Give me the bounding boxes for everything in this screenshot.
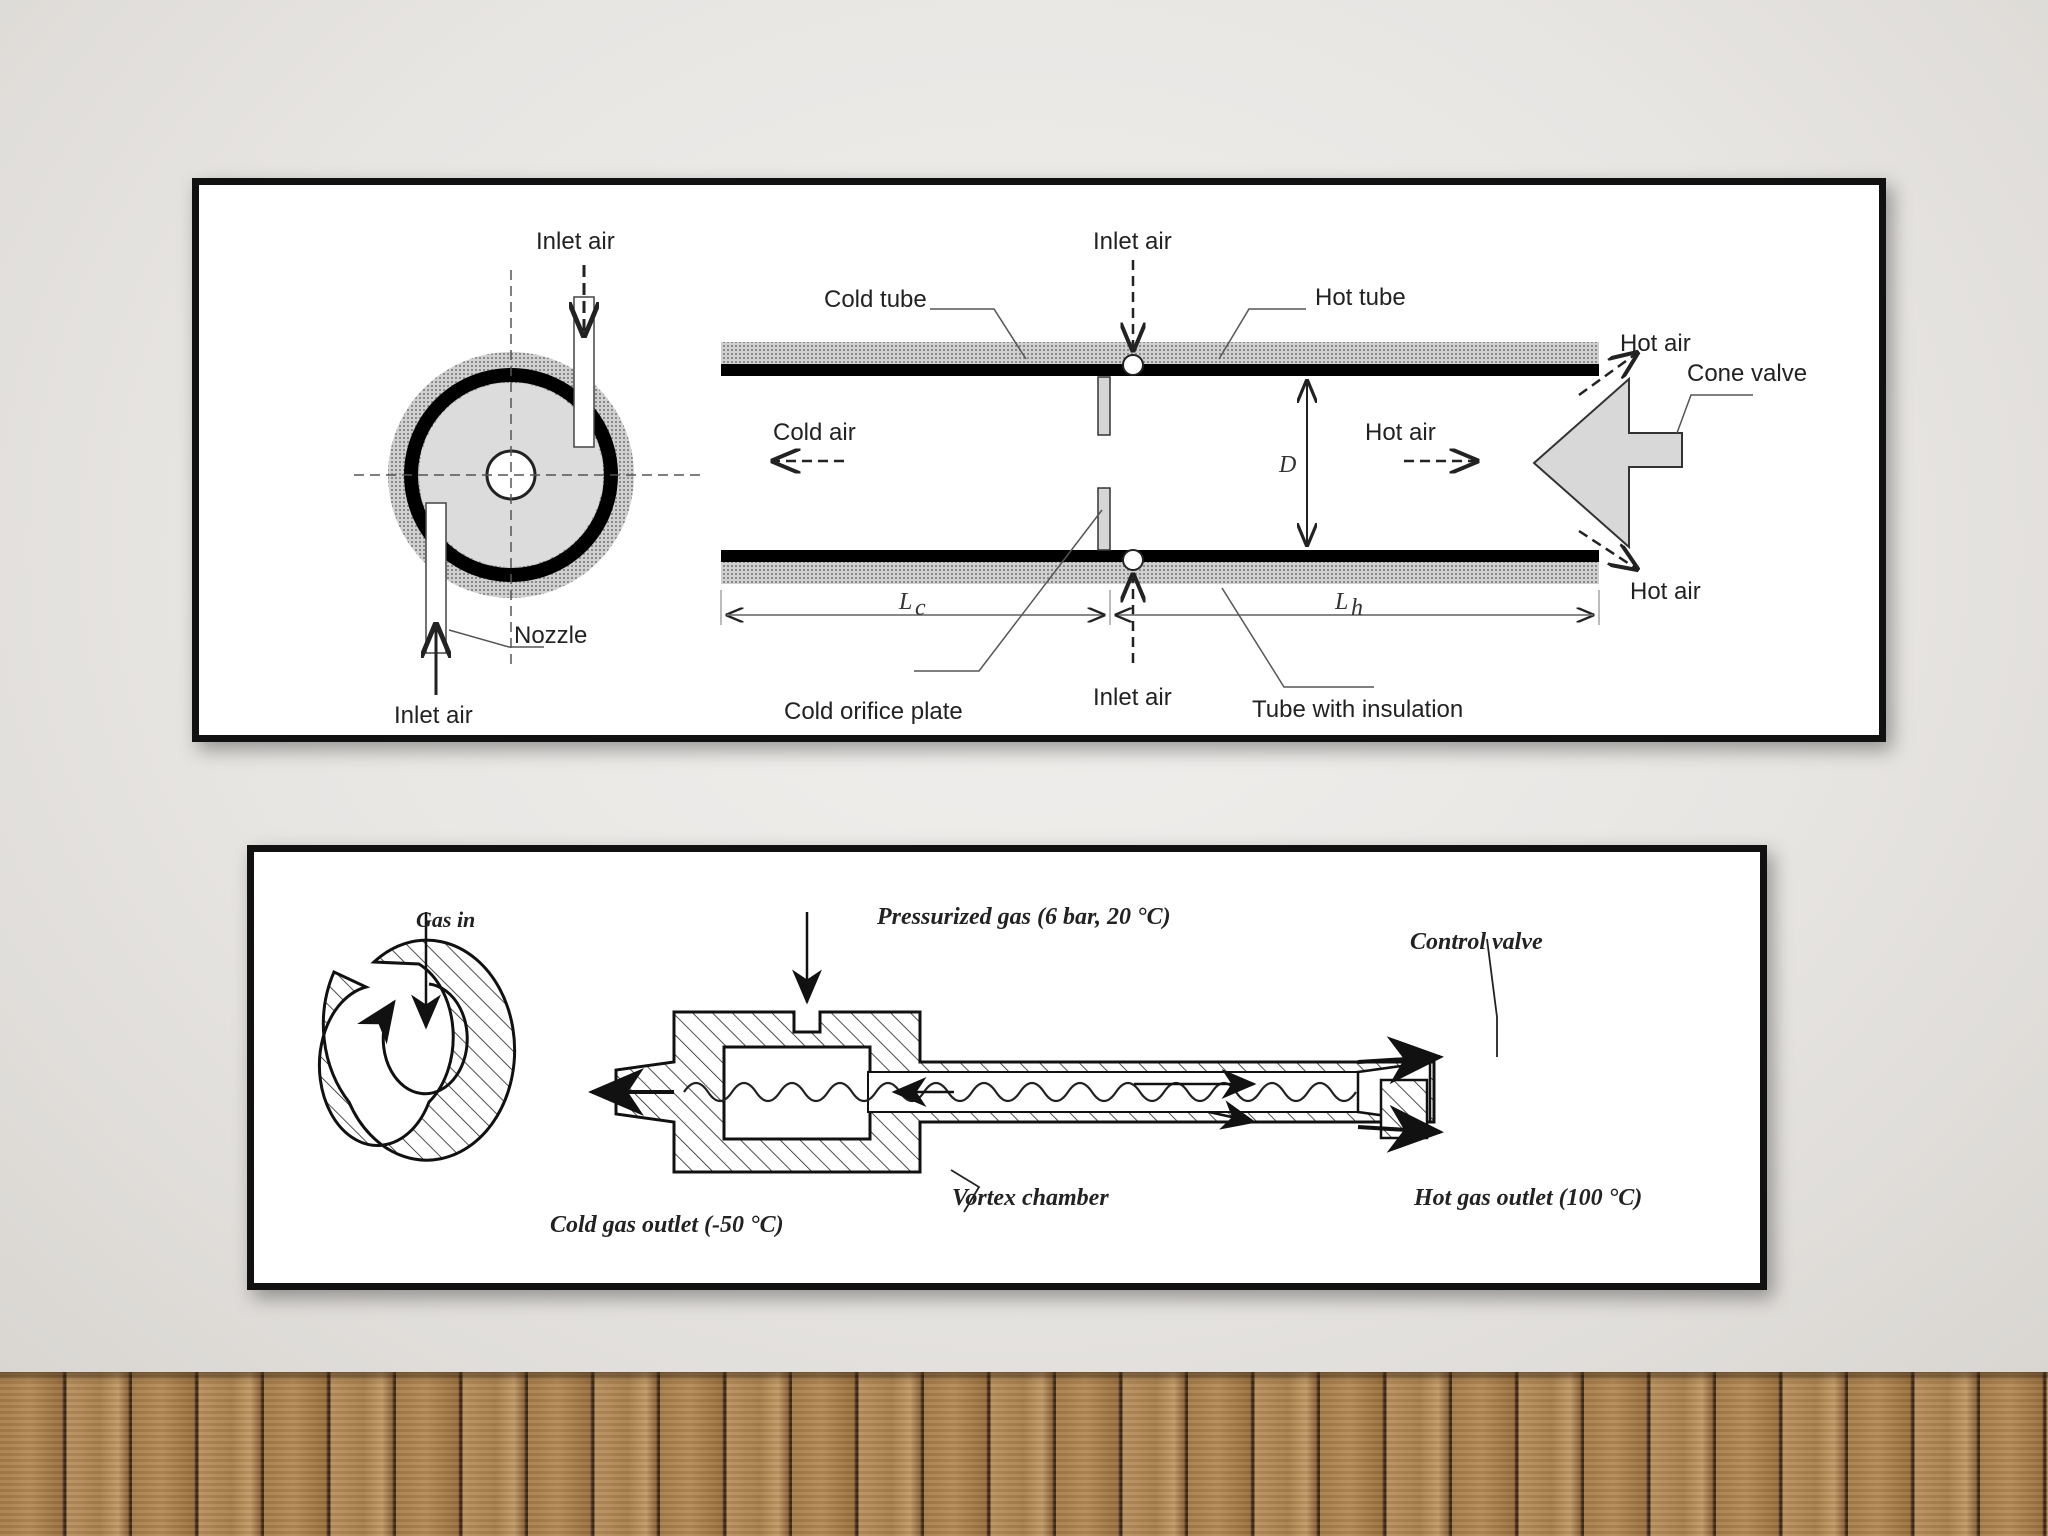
center-hole <box>485 449 537 501</box>
bottom-insulation <box>721 562 1599 584</box>
label-cold-air: Cold air <box>773 419 856 446</box>
swirl-arrow <box>357 982 469 1096</box>
label-hot-tube: Hot tube <box>1315 284 1406 311</box>
hot-air-exit-arrow-bottom <box>1578 529 1637 569</box>
label-cold-tube: Cold tube <box>824 286 927 313</box>
label-pressurized-gas: Pressurized gas (6 bar, 20 °C) <box>876 904 1171 930</box>
label-inlet-air-bottom-left: Inlet air <box>394 702 473 729</box>
label-hot-air-bottom: Hot air <box>1630 578 1701 605</box>
label-diameter: D <box>1278 452 1296 478</box>
label-cone-valve: Cone valve <box>1687 360 1807 387</box>
vortex-tube-sketch: Gas in Pressurized gas (6 bar, 20 °C) Co… <box>317 904 1642 1238</box>
vortex-flow-lines <box>683 1081 1357 1103</box>
spiral-inlet-section <box>317 912 517 1162</box>
label-nozzle: Nozzle <box>514 622 587 649</box>
vortex-chamber <box>722 1045 872 1141</box>
vortex-tube-schematic: Inlet air Inlet air Nozzle Inlet air <box>354 228 1807 729</box>
cold-orifice-plate-bottom <box>1097 487 1111 551</box>
label-length-cold: L <box>898 589 912 615</box>
top-tube-wall <box>721 364 1599 376</box>
label-vortex-chamber: Vortex chamber <box>952 1185 1109 1211</box>
hot-air-exit-arrow-top <box>1578 353 1637 397</box>
label-length-cold-sub: c <box>915 595 926 621</box>
label-gas-in: Gas in <box>416 907 475 932</box>
label-inlet-air-top-center: Inlet air <box>1093 228 1172 255</box>
label-control-valve: Control valve <box>1410 929 1543 955</box>
label-inlet-air-bottom-center: Inlet air <box>1093 684 1172 711</box>
label-cold-gas-outlet: Cold gas outlet (-50 °C) <box>550 1212 784 1238</box>
cone-valve <box>1532 376 1683 550</box>
label-hot-gas-outlet: Hot gas outlet (100 °C) <box>1413 1185 1642 1211</box>
label-cold-orifice-plate: Cold orifice plate <box>784 698 963 725</box>
tube-body <box>588 912 1498 1213</box>
top-insulation <box>721 342 1599 364</box>
label-tube-with-insulation: Tube with insulation <box>1252 696 1463 723</box>
label-hot-air-top: Hot air <box>1620 330 1691 357</box>
cross-section-view <box>354 265 704 695</box>
vortex-tube-sketch-frame: Gas in Pressurized gas (6 bar, 20 °C) Co… <box>247 845 1767 1290</box>
hot-gas-outlet-arrow-top <box>1357 1036 1444 1085</box>
cold-orifice-plate-top <box>1097 376 1111 436</box>
label-length-hot-sub: h <box>1351 595 1363 621</box>
tube-side-view <box>720 260 1753 688</box>
bottom-tube-wall <box>721 550 1599 562</box>
label-length-hot: L <box>1334 589 1348 615</box>
label-hot-air-center: Hot air <box>1365 419 1436 446</box>
vortex-tube-diagram-frame: Inlet air Inlet air Nozzle Inlet air <box>192 178 1886 742</box>
wood-floor <box>0 1372 2048 1536</box>
label-inlet-air-top-left: Inlet air <box>536 228 615 255</box>
hot-gas-outlet-arrow-bottom <box>1357 1104 1444 1153</box>
